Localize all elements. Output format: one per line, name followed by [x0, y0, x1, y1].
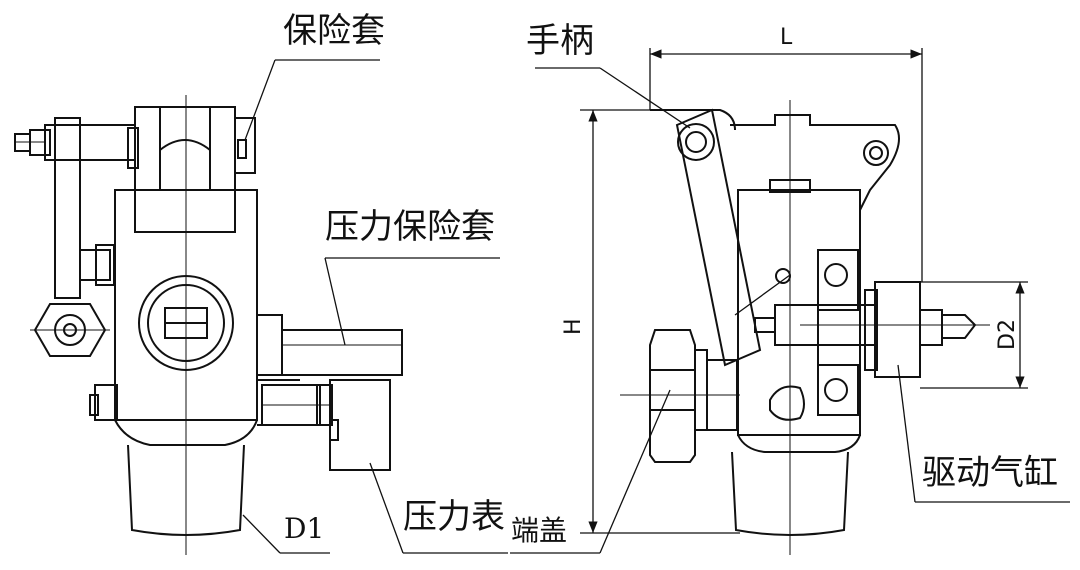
top-clevis	[134, 106, 236, 233]
label-pressure-protective-sleeve: 压力保险套	[325, 207, 495, 247]
sight-glass	[138, 275, 234, 371]
right-view	[620, 100, 990, 555]
top-cap	[730, 114, 900, 211]
left-view	[14, 95, 403, 555]
label-handle: 手柄	[526, 21, 594, 61]
dimension-lines	[580, 48, 1028, 534]
dim-label-d2: D2	[995, 319, 1020, 350]
label-end-cap: 端盖	[511, 514, 567, 547]
end-cap-nut	[649, 329, 696, 463]
dim-label-h: H	[561, 318, 586, 335]
handle	[675, 108, 762, 367]
left-body	[114, 189, 258, 421]
label-d1: D1	[284, 512, 324, 545]
leader-lines	[242, 59, 1070, 554]
label-drive-cylinder: 驱动气缸	[922, 453, 1058, 493]
dim-label-l: L	[780, 25, 793, 50]
pressure-sleeve-block	[281, 329, 403, 376]
label-pressure-gauge: 压力表	[403, 497, 505, 537]
left-hex-nut	[33, 303, 107, 357]
drive-cylinder	[874, 281, 921, 378]
label-protective-sleeve: 保险套	[283, 11, 385, 51]
protective-sleeve	[234, 117, 256, 174]
